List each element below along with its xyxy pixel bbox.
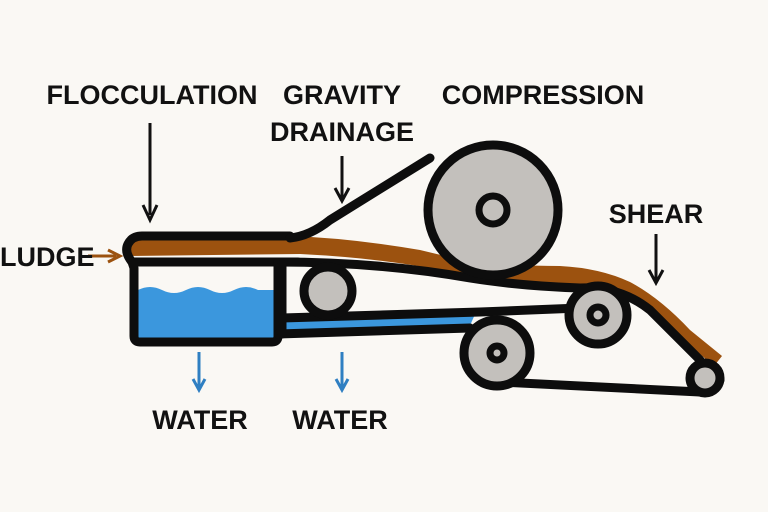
lower-roller-hub: [486, 342, 508, 364]
water-arrow-1: [191, 352, 207, 394]
label-gravity: GRAVITY: [283, 80, 401, 110]
drainage-roller: [299, 262, 357, 320]
gravity-drainage-arrow: [333, 156, 351, 205]
label-drainage: DRAINAGE: [270, 117, 414, 147]
label-shear: SHEAR: [609, 199, 704, 229]
lower-belt-bottom: [273, 323, 475, 339]
shear-roller-hub: [586, 303, 610, 327]
label-water-2: WATER: [292, 405, 388, 435]
label-flocculation: FLOCCULATION: [47, 80, 258, 110]
label-sludge: LUDGE: [0, 242, 95, 272]
water-arrow-2: [334, 352, 350, 394]
upper-belt: [285, 153, 435, 243]
flocculation-tank: [122, 231, 303, 347]
discharge-roller: [685, 358, 725, 398]
compression-roller-hub: [475, 192, 511, 228]
sludge-inlet-arrow: [88, 248, 124, 264]
sludge-layer: [128, 236, 722, 366]
tank-water: [138, 287, 276, 338]
label-compression: COMPRESSION: [442, 80, 645, 110]
shear-arrow: [647, 234, 665, 287]
lower-belt-top: [277, 303, 585, 323]
label-water-1: WATER: [152, 405, 248, 435]
flocculation-arrow: [141, 123, 159, 224]
